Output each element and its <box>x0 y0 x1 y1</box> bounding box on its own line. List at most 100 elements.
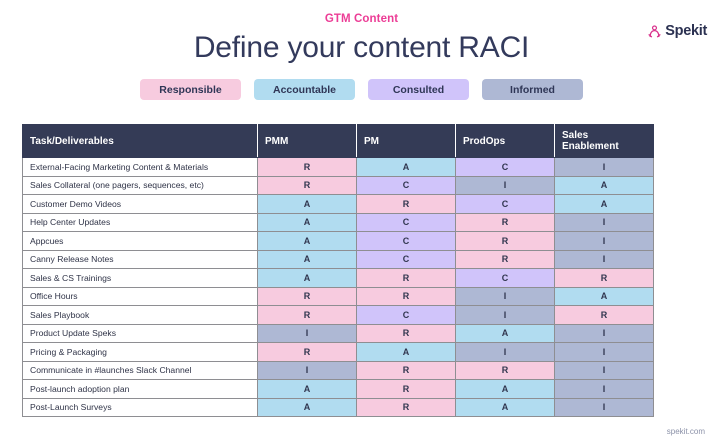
column-header-pm: PM <box>356 124 456 158</box>
cell-raci-a: A <box>257 194 357 214</box>
legend-label-responsible: Responsible <box>159 83 222 96</box>
legend-pill-responsible: Responsible <box>140 79 241 100</box>
cell-task: Product Update Speks <box>22 323 258 343</box>
cell-raci-r: R <box>257 342 357 362</box>
cell-raci-r: R <box>356 397 456 417</box>
column-header-sales-enablement: Sales Enablement <box>554 124 654 158</box>
cell-task: Customer Demo Videos <box>22 194 258 214</box>
cell-raci-a: A <box>554 175 654 195</box>
cell-raci-c: C <box>356 231 456 251</box>
cell-task: Sales Playbook <box>22 305 258 325</box>
raci-legend: Responsible Accountable Consulted Inform… <box>0 79 723 100</box>
cell-task: Help Center Updates <box>22 212 258 232</box>
cell-raci-i: I <box>554 231 654 251</box>
cell-raci-a: A <box>455 397 555 417</box>
cell-raci-r: R <box>257 286 357 306</box>
cell-raci-r: R <box>257 157 357 177</box>
cell-task: Appcues <box>22 231 258 251</box>
cell-raci-i: I <box>554 379 654 399</box>
cell-raci-r: R <box>356 323 456 343</box>
cell-raci-r: R <box>455 360 555 380</box>
spekit-logo-icon <box>647 24 662 39</box>
footer-url: spekit.com <box>666 427 705 436</box>
column-header-task: Task/Deliverables <box>22 124 258 158</box>
cell-raci-a: A <box>455 379 555 399</box>
cell-raci-r: R <box>356 194 456 214</box>
cell-raci-a: A <box>257 212 357 232</box>
cell-raci-a: A <box>257 379 357 399</box>
legend-label-informed: Informed <box>510 83 555 96</box>
cell-raci-i: I <box>257 323 357 343</box>
cell-raci-c: C <box>356 249 456 269</box>
cell-raci-c: C <box>356 212 456 232</box>
eyebrow-label: GTM Content <box>324 13 399 25</box>
table-row: External-Facing Marketing Content & Mate… <box>22 157 654 177</box>
cell-task: Communicate in #launches Slack Channel <box>22 360 258 380</box>
cell-raci-i: I <box>554 360 654 380</box>
table-header-row: Task/Deliverables PMM PM ProdOps Sales E… <box>22 124 654 158</box>
cell-raci-a: A <box>257 249 357 269</box>
cell-raci-a: A <box>455 323 555 343</box>
page-title: Define your content RACI <box>193 31 530 64</box>
cell-task: Sales & CS Trainings <box>22 268 258 288</box>
cell-raci-a: A <box>554 194 654 214</box>
cell-raci-r: R <box>356 268 456 288</box>
cell-task: External-Facing Marketing Content & Mate… <box>22 157 258 177</box>
cell-raci-r: R <box>356 286 456 306</box>
cell-task: Canny Release Notes <box>22 249 258 269</box>
cell-task: Post-Launch Surveys <box>22 397 258 417</box>
legend-pill-consulted: Consulted <box>368 79 469 100</box>
legend-pill-accountable: Accountable <box>254 79 355 100</box>
cell-raci-i: I <box>455 286 555 306</box>
cell-raci-c: C <box>455 268 555 288</box>
cell-task: Sales Collateral (one pagers, sequences,… <box>22 175 258 195</box>
cell-task: Office Hours <box>22 286 258 306</box>
cell-raci-r: R <box>455 231 555 251</box>
column-header-prodops: ProdOps <box>455 124 555 158</box>
cell-raci-i: I <box>554 342 654 362</box>
cell-raci-r: R <box>554 268 654 288</box>
cell-raci-i: I <box>554 397 654 417</box>
cell-raci-r: R <box>356 360 456 380</box>
legend-label-consulted: Consulted <box>392 83 445 96</box>
cell-raci-r: R <box>356 379 456 399</box>
cell-raci-c: C <box>455 194 555 214</box>
cell-raci-r: R <box>455 249 555 269</box>
raci-table-container: Task/Deliverables PMM PM ProdOps Sales E… <box>22 124 654 417</box>
cell-raci-i: I <box>455 342 555 362</box>
cell-raci-i: I <box>257 360 357 380</box>
cell-raci-a: A <box>257 231 357 251</box>
cell-raci-a: A <box>554 286 654 306</box>
brand-logo: Spekit <box>647 23 707 39</box>
cell-raci-a: A <box>356 342 456 362</box>
cell-raci-i: I <box>554 323 654 343</box>
cell-task: Pricing & Packaging <box>22 342 258 362</box>
legend-pill-informed: Informed <box>482 79 583 100</box>
table-body: External-Facing Marketing Content & Mate… <box>22 157 654 417</box>
cell-raci-r: R <box>455 212 555 232</box>
cell-raci-a: A <box>257 397 357 417</box>
brand-name: Spekit <box>665 23 707 39</box>
column-header-pmm: PMM <box>257 124 357 158</box>
cell-raci-r: R <box>554 305 654 325</box>
table-row: Sales Collateral (one pagers, sequences,… <box>22 175 654 195</box>
cell-raci-c: C <box>356 175 456 195</box>
cell-raci-i: I <box>554 212 654 232</box>
cell-task: Post-launch adoption plan <box>22 379 258 399</box>
raci-table: Task/Deliverables PMM PM ProdOps Sales E… <box>22 124 654 417</box>
cell-raci-i: I <box>554 157 654 177</box>
legend-label-accountable: Accountable <box>272 83 336 96</box>
cell-raci-c: C <box>356 305 456 325</box>
